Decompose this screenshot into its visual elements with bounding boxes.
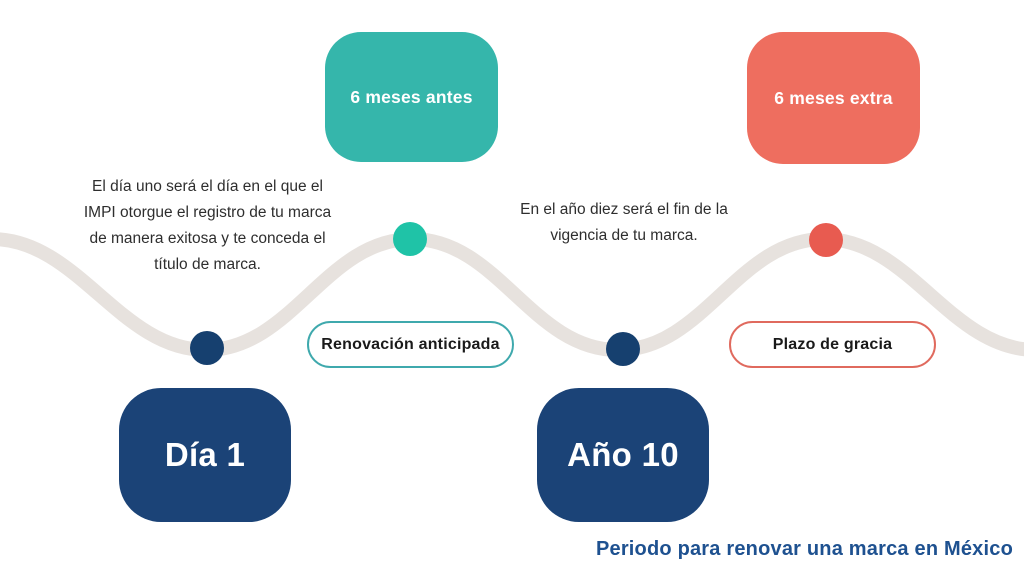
badge-6-meses-antes: 6 meses antes — [325, 32, 498, 162]
marker-dot-renewal — [393, 222, 427, 256]
pill-plazo-de-gracia-label: Plazo de gracia — [772, 335, 893, 353]
pill-renovacion-anticipada-label: Renovación anticipada — [321, 335, 500, 353]
marker-dot-grace — [809, 223, 843, 257]
badge-6-meses-extra: 6 meses extra — [747, 32, 920, 164]
badge-6-meses-antes-label: 6 meses antes — [350, 86, 473, 107]
infographic-title: Periodo para renovar una marca en México — [595, 538, 1013, 560]
description-day1: El día uno será el día en el que el IMPI… — [83, 178, 332, 273]
milestone-box-year10-label: Año 10 — [567, 436, 679, 473]
description-year10: En el año diez será el fin de la vigenci… — [520, 201, 728, 244]
milestone-box-day1: Día 1 — [119, 388, 291, 522]
milestone-dot-day1 — [190, 331, 224, 365]
milestone-dot-year10 — [606, 332, 640, 366]
wave-path — [0, 231, 1024, 358]
pill-plazo-de-gracia: Plazo de gracia — [729, 321, 936, 368]
milestone-box-year10: Año 10 — [537, 388, 709, 522]
badge-6-meses-extra-label: 6 meses extra — [774, 87, 893, 108]
pill-renovacion-anticipada: Renovación anticipada — [307, 321, 514, 368]
milestone-box-day1-label: Día 1 — [164, 436, 246, 473]
